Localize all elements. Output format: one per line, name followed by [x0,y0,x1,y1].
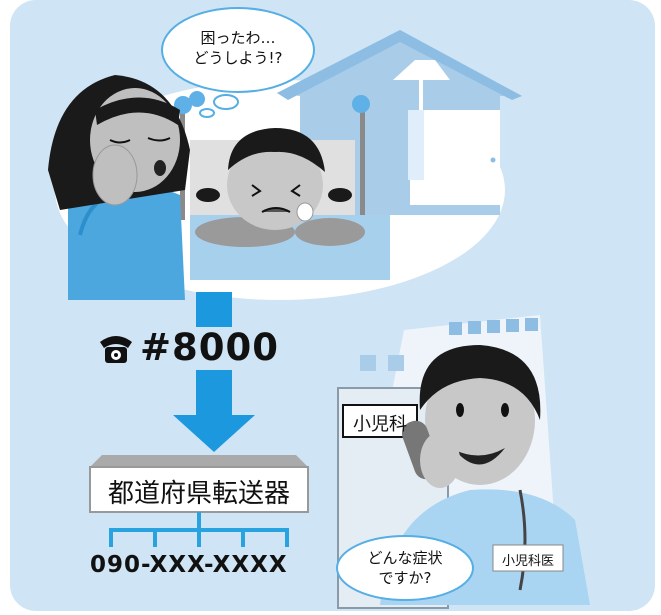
sick-child-illustration [196,128,352,230]
worried-mother-illustration [48,75,205,300]
mother-thought-bubble [161,7,315,118]
router-label: 都道府県転送器 [107,479,290,509]
doctor-badge: 小児科医 [501,554,554,569]
clinic-sign: 小児科 [353,414,407,435]
doctor-speech-bubble: どんな症状 ですか? [367,549,443,587]
mother-thought-text: 困ったわ… どうしよう!? [193,29,283,67]
destination-number: 090-XXX-XXXX [90,552,288,578]
telephone-icon [96,330,132,363]
phone-number-label: #8000 [140,326,279,369]
